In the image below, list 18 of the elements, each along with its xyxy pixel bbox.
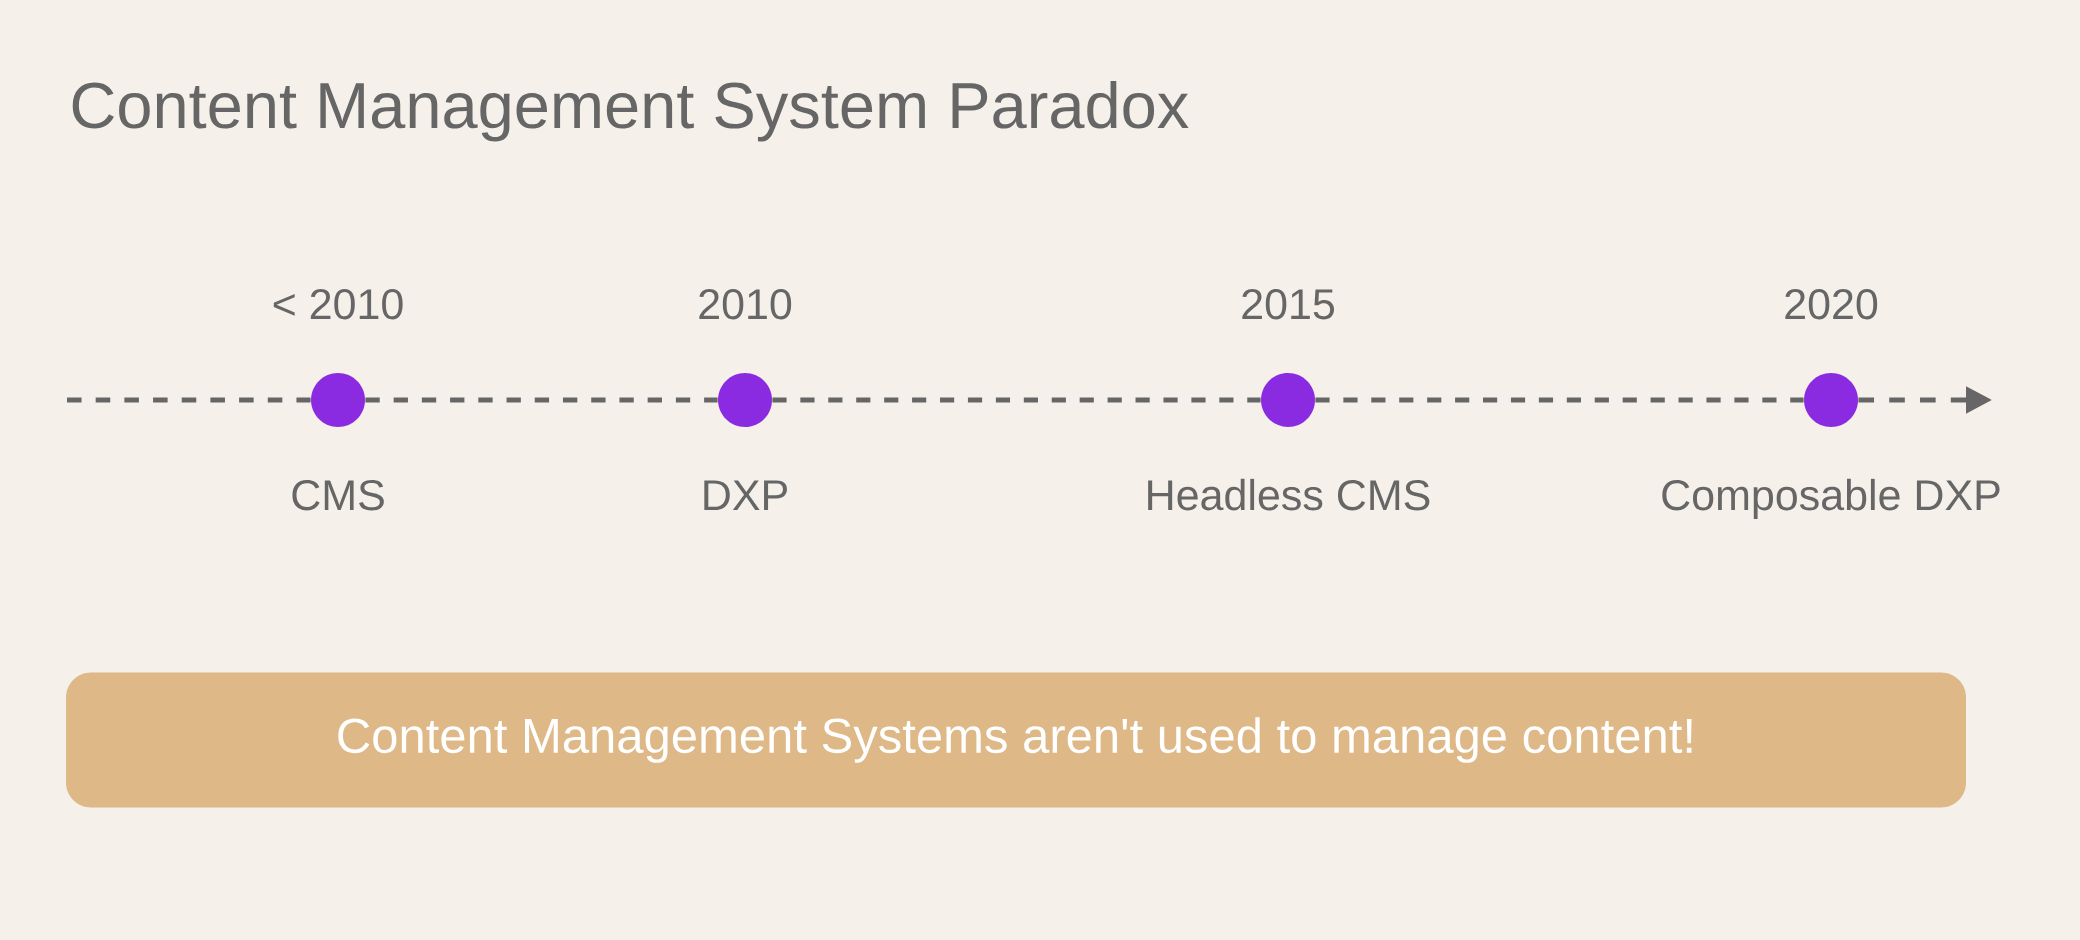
milestone-label: Headless CMS	[1148, 478, 1430, 511]
dashed-line	[772, 397, 1261, 403]
timeline-dot	[718, 373, 772, 427]
year-label: 2010	[699, 289, 792, 320]
milestone-label: CMS	[292, 480, 384, 511]
timeline-dot	[1261, 373, 1315, 427]
timeline-dot	[1804, 373, 1859, 427]
dashed-line	[1315, 397, 1804, 403]
title: Content Management System Paradox	[72, 80, 1189, 142]
timeline-dot	[311, 373, 365, 427]
message-banner: Content Management Systems aren't used to manage content!	[66, 672, 1966, 808]
dashed-line	[365, 397, 718, 403]
year-label: < 2010	[273, 289, 403, 320]
dashed-line	[67, 397, 311, 403]
year-label: 2015	[1242, 289, 1335, 320]
milestone-label: Composable DXP	[1662, 478, 2000, 519]
milestone-label: DXP	[704, 480, 787, 510]
year-label: 2020	[1785, 289, 1878, 320]
